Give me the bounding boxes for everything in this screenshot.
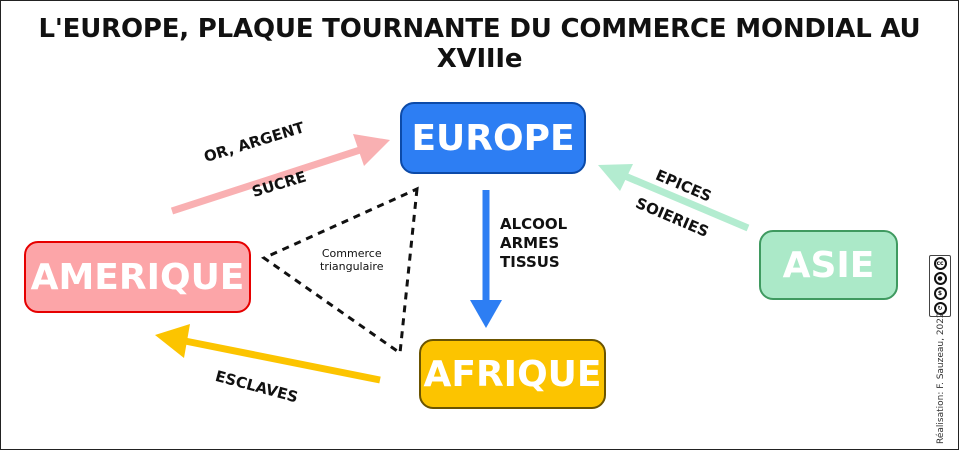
cc-icon: cc — [933, 257, 947, 270]
label-commerce-triangulaire: Commerce triangulaire — [320, 247, 383, 273]
arrow-europe-afrique — [470, 190, 502, 328]
label-commerce: Commerce — [321, 247, 382, 260]
node-afrique: AFRIQUE — [419, 339, 606, 409]
label-alcool: ALCOOL — [500, 215, 568, 233]
label-tissus: TISSUS — [500, 253, 560, 271]
label-goods-europe-afrique: ALCOOL ARMES TISSUS — [500, 215, 567, 272]
label-armes: ARMES — [500, 234, 560, 252]
by-icon: ● — [933, 272, 947, 285]
sa-icon: ↻ — [933, 302, 947, 315]
node-amerique: AMERIQUE — [24, 241, 251, 313]
node-europe: EUROPE — [400, 102, 586, 174]
arrow-asie-europe — [598, 164, 750, 232]
label-triangulaire: triangulaire — [320, 260, 384, 273]
triangle-outline — [260, 186, 419, 356]
arrow-afrique-amerique — [155, 324, 381, 384]
nc-icon: $ — [933, 287, 947, 300]
arrow-amerique-europe — [170, 134, 390, 215]
node-asie: ASIE — [759, 230, 898, 300]
page-title: L'EUROPE, PLAQUE TOURNANTE DU COMMERCE M… — [38, 14, 921, 74]
license-badge: cc ● $ ↻ — [929, 255, 951, 317]
credit-text: Réalisation: F. Sauzeau, 2022 — [936, 312, 946, 444]
